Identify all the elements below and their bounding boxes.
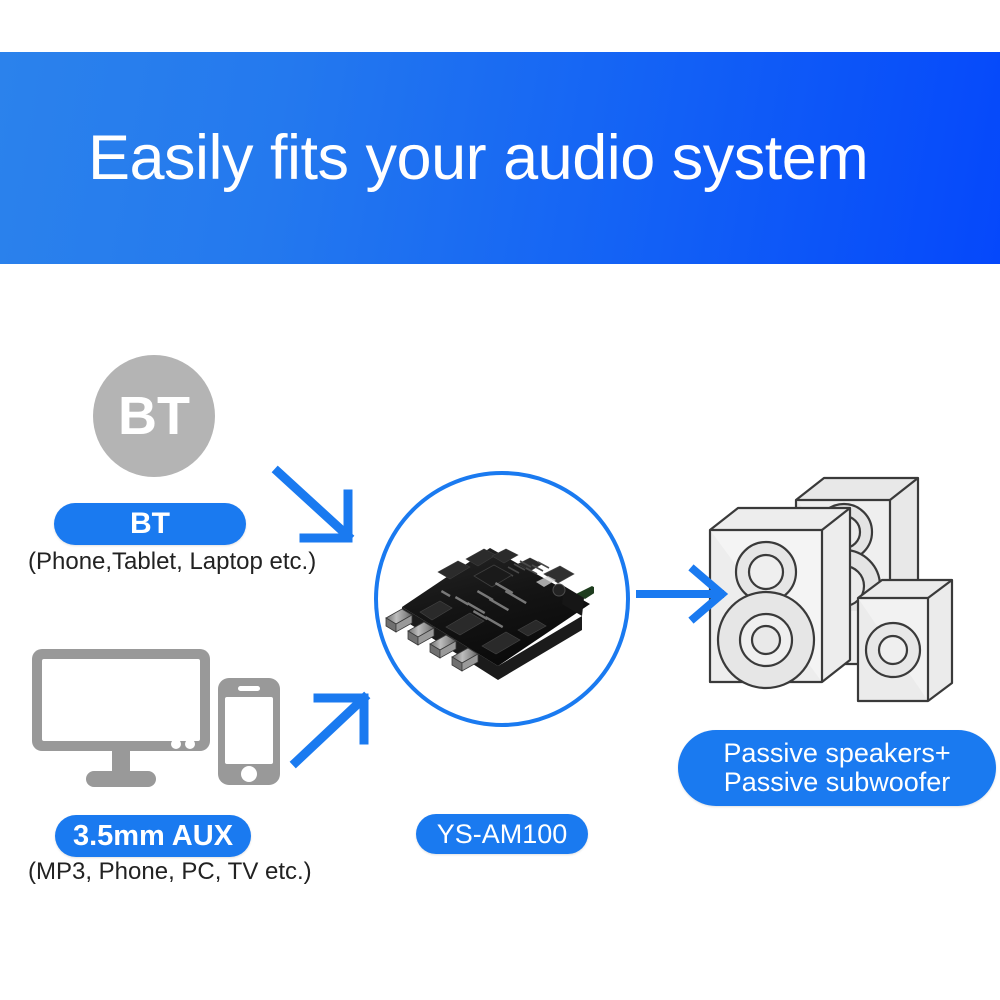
center-pill-model[interactable]: YS-AM100 — [416, 814, 588, 854]
arrow-bt-to-board-icon — [271, 465, 355, 543]
bt-circle-icon: BT — [93, 355, 215, 477]
source-caption-bluetooth: (Phone,Tablet, Laptop etc.) — [28, 548, 317, 575]
output-pill-speakers[interactable]: Passive speakers+ Passive subwoofer — [678, 730, 996, 806]
monitor-and-phone-icon — [28, 645, 308, 790]
source-pill-aux-label: 3.5mm AUX — [72, 819, 234, 852]
output-pill-line2: Passive subwoofer — [723, 767, 951, 797]
source-pill-bluetooth-label: BT — [130, 507, 170, 540]
page-title: Easily fits your audio system — [88, 122, 869, 193]
board-highlight-circle — [374, 471, 630, 727]
source-pill-aux[interactable]: 3.5mm AUX — [55, 815, 251, 857]
center-pill-model-label: YS-AM100 — [436, 818, 568, 849]
arrow-aux-to-board-icon — [289, 691, 371, 769]
arrow-board-to-output-icon — [636, 564, 729, 624]
source-pill-bluetooth[interactable]: BT — [54, 503, 246, 545]
source-caption-aux: (MP3, Phone, PC, TV etc.) — [28, 858, 312, 885]
bt-circle-label: BT — [118, 386, 190, 446]
header-banner: Easily fits your audio system — [0, 52, 1000, 264]
amplifier-board-svg — [385, 548, 599, 680]
output-pill-line1: Passive speakers+ — [723, 737, 951, 768]
amplifier-board-image — [378, 512, 599, 687]
speakers-icon — [700, 468, 990, 713]
speakers-svg — [708, 476, 954, 703]
aux-devices-svg — [32, 649, 280, 787]
